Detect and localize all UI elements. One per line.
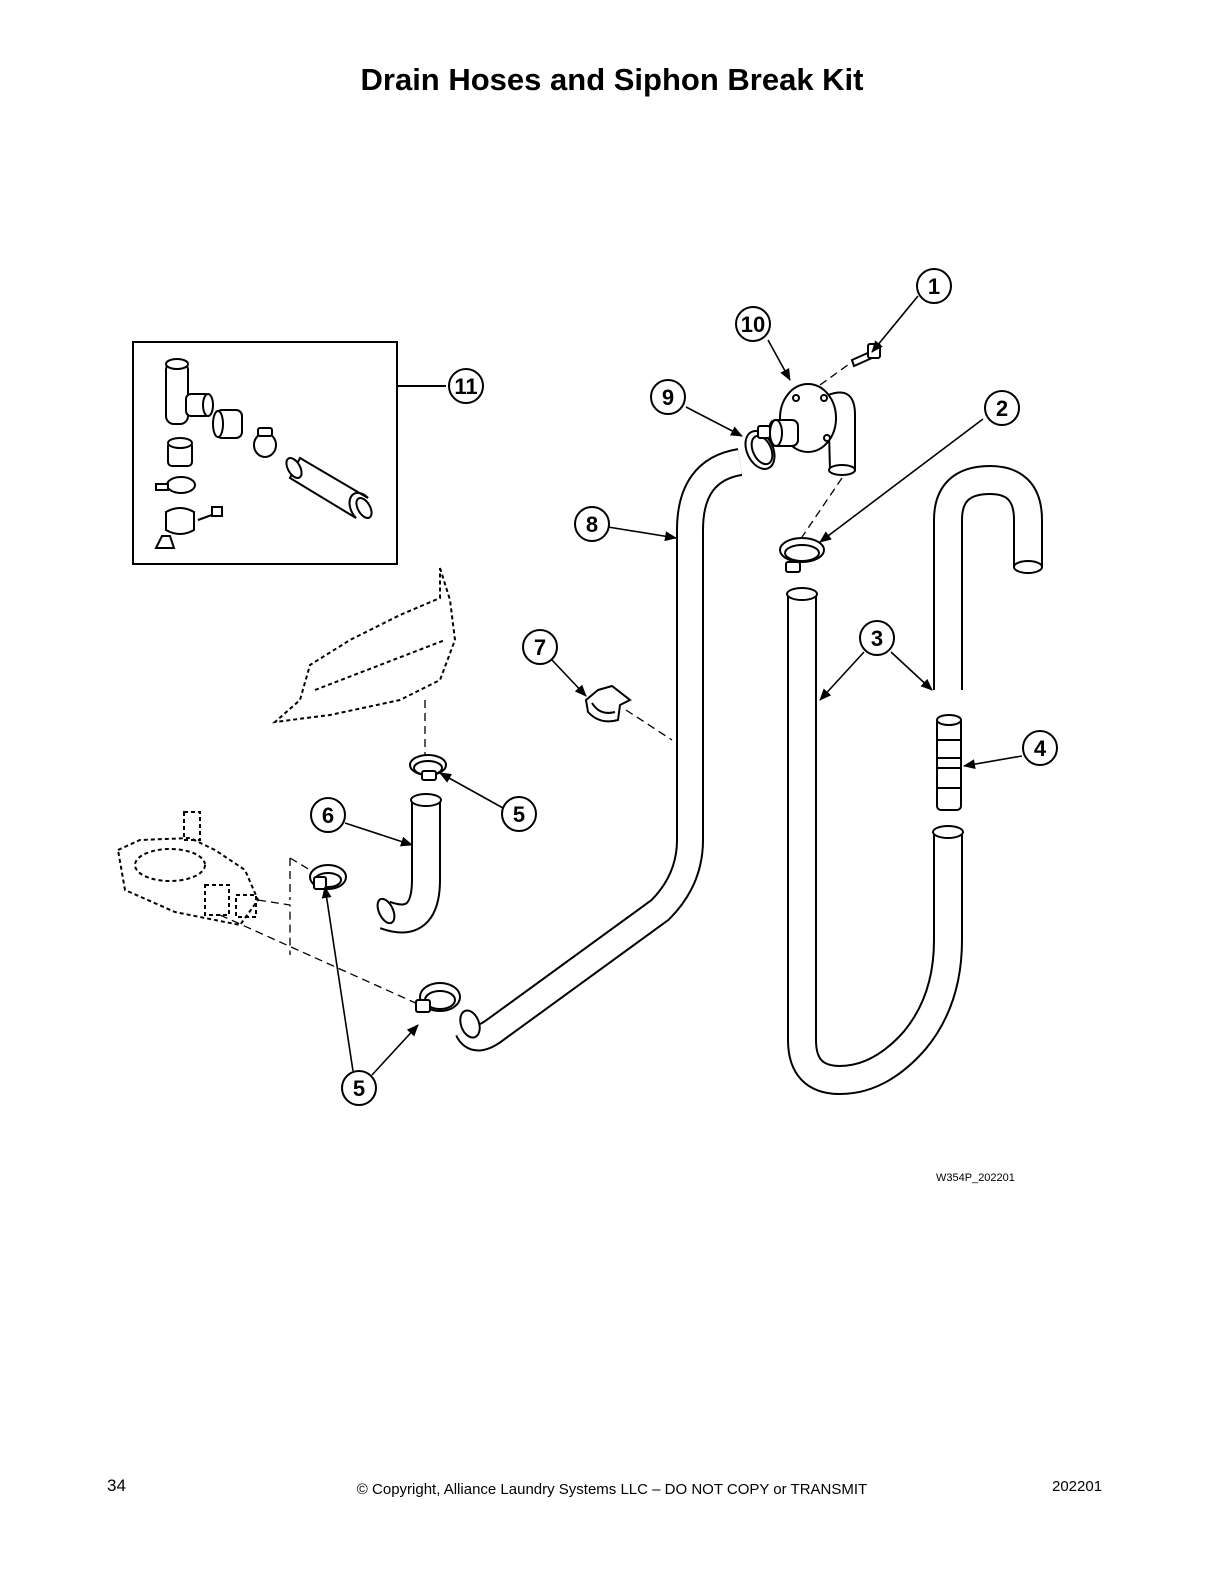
svg-text:5: 5 — [513, 802, 525, 827]
hose-clamp-standpipe — [779, 537, 825, 573]
callout-1: 1 — [916, 268, 952, 304]
callout-6: 6 — [310, 797, 346, 833]
svg-text:5: 5 — [353, 1076, 365, 1101]
callout-9: 9 — [650, 379, 686, 415]
siphon-break-kit-inset — [132, 341, 446, 565]
callout-11: 11 — [448, 368, 484, 404]
upper-standpipe-hose — [933, 464, 1043, 690]
svg-text:11: 11 — [454, 374, 477, 399]
svg-text:4: 4 — [1034, 736, 1047, 761]
hose-clamp-siphon — [744, 425, 776, 470]
copyright-notice: © Copyright, Alliance Laundry Systems LL… — [356, 1481, 868, 1498]
callout-3: 3 — [859, 620, 895, 656]
siphon-break-fitting — [769, 383, 856, 476]
callout-2: 2 — [984, 390, 1020, 426]
figure-id: W354P_202201 — [936, 1172, 1015, 1184]
callout-5-upper: 5 — [501, 796, 537, 832]
svg-text:8: 8 — [586, 512, 598, 537]
page-number: 34 — [107, 1476, 126, 1495]
hose-coupling — [936, 714, 962, 811]
hose-clamp-lower — [415, 982, 461, 1013]
drain-hose — [455, 448, 743, 1052]
svg-text:7: 7 — [534, 635, 546, 660]
hose-clamp-upper — [409, 754, 447, 781]
pump-outline — [116, 811, 260, 927]
callout-5-lower: 5 — [341, 1070, 377, 1106]
page-title: Drain Hoses and Siphon Break Kit — [360, 62, 864, 97]
svg-text:3: 3 — [871, 626, 883, 651]
callout-7: 7 — [522, 629, 558, 665]
standpipe-hose — [786, 587, 964, 1096]
hose-clamp-pump — [309, 864, 347, 890]
svg-text:9: 9 — [662, 385, 674, 410]
callout-4: 4 — [1022, 730, 1058, 766]
document-code: 202201 — [1052, 1478, 1103, 1495]
svg-text:1: 1 — [928, 274, 940, 299]
callout-8: 8 — [574, 506, 610, 542]
svg-text:10: 10 — [741, 312, 765, 337]
hose-clip — [584, 684, 632, 723]
svg-text:6: 6 — [322, 803, 334, 828]
pump-hose — [376, 793, 442, 934]
callout-10: 10 — [735, 306, 771, 342]
svg-text:2: 2 — [996, 396, 1008, 421]
tub-outline — [271, 567, 457, 724]
